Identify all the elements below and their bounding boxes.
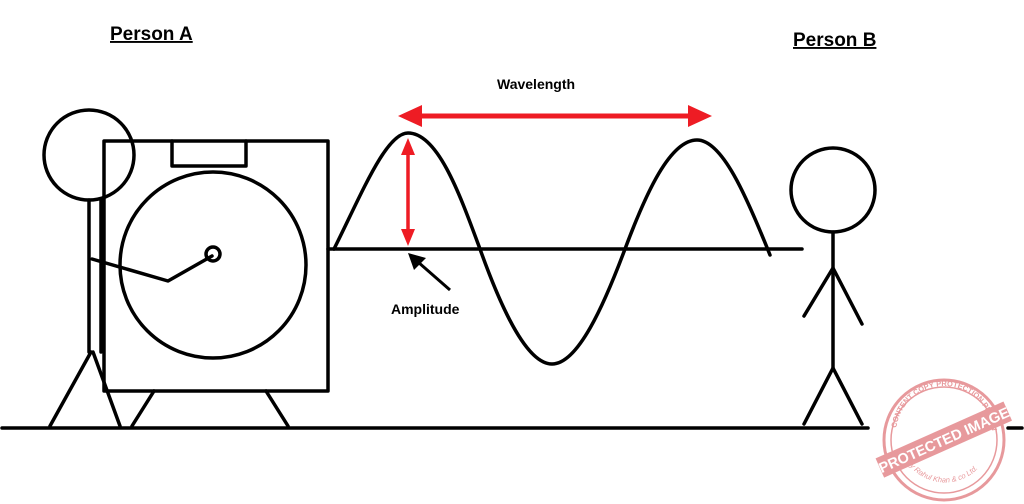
protected-image-stamp: CONTENT COPY PROTECTION PLUGIN By Rahul … xyxy=(875,378,1013,502)
amplitude-pointer-arrow xyxy=(408,253,451,292)
wavelength-label: Wavelength xyxy=(497,76,575,92)
machine-top-bracket xyxy=(170,139,248,168)
machine-wheel xyxy=(118,170,308,360)
person-b-legs xyxy=(802,366,864,426)
amplitude-arrowhead-top xyxy=(401,138,415,155)
person-a-label: Person A xyxy=(110,24,193,45)
machine-box xyxy=(102,139,330,393)
stamp-banner xyxy=(875,401,1013,478)
wave-curve xyxy=(332,131,772,366)
pointer-arrow-shaft xyxy=(417,260,451,292)
stamp-inner-ring xyxy=(890,386,998,494)
person-b-arms xyxy=(802,266,864,326)
person-b-head xyxy=(789,146,877,234)
pointer-arrowhead xyxy=(408,253,426,270)
wheel-hub xyxy=(204,245,222,263)
wavelength-arrowhead-right xyxy=(688,105,712,127)
person-a-head xyxy=(42,108,136,202)
wavelength-arrow xyxy=(398,105,712,127)
machine-left-foot xyxy=(130,389,156,428)
person-a-left-leg xyxy=(48,350,93,428)
person-a-figure xyxy=(42,108,214,428)
machine-right-foot xyxy=(264,389,290,428)
person-a-right-leg xyxy=(91,350,122,428)
wavelength-arrowhead-left xyxy=(398,105,422,127)
amplitude-arrow xyxy=(401,138,415,246)
person-b-label: Person B xyxy=(793,30,876,51)
person-b-figure xyxy=(789,146,877,426)
amplitude-label: Amplitude xyxy=(391,301,460,317)
stamp-outer-ring xyxy=(882,378,1006,502)
person-a-arm xyxy=(90,254,214,283)
amplitude-arrowhead-bottom xyxy=(401,229,415,246)
wave-machine xyxy=(102,139,330,428)
